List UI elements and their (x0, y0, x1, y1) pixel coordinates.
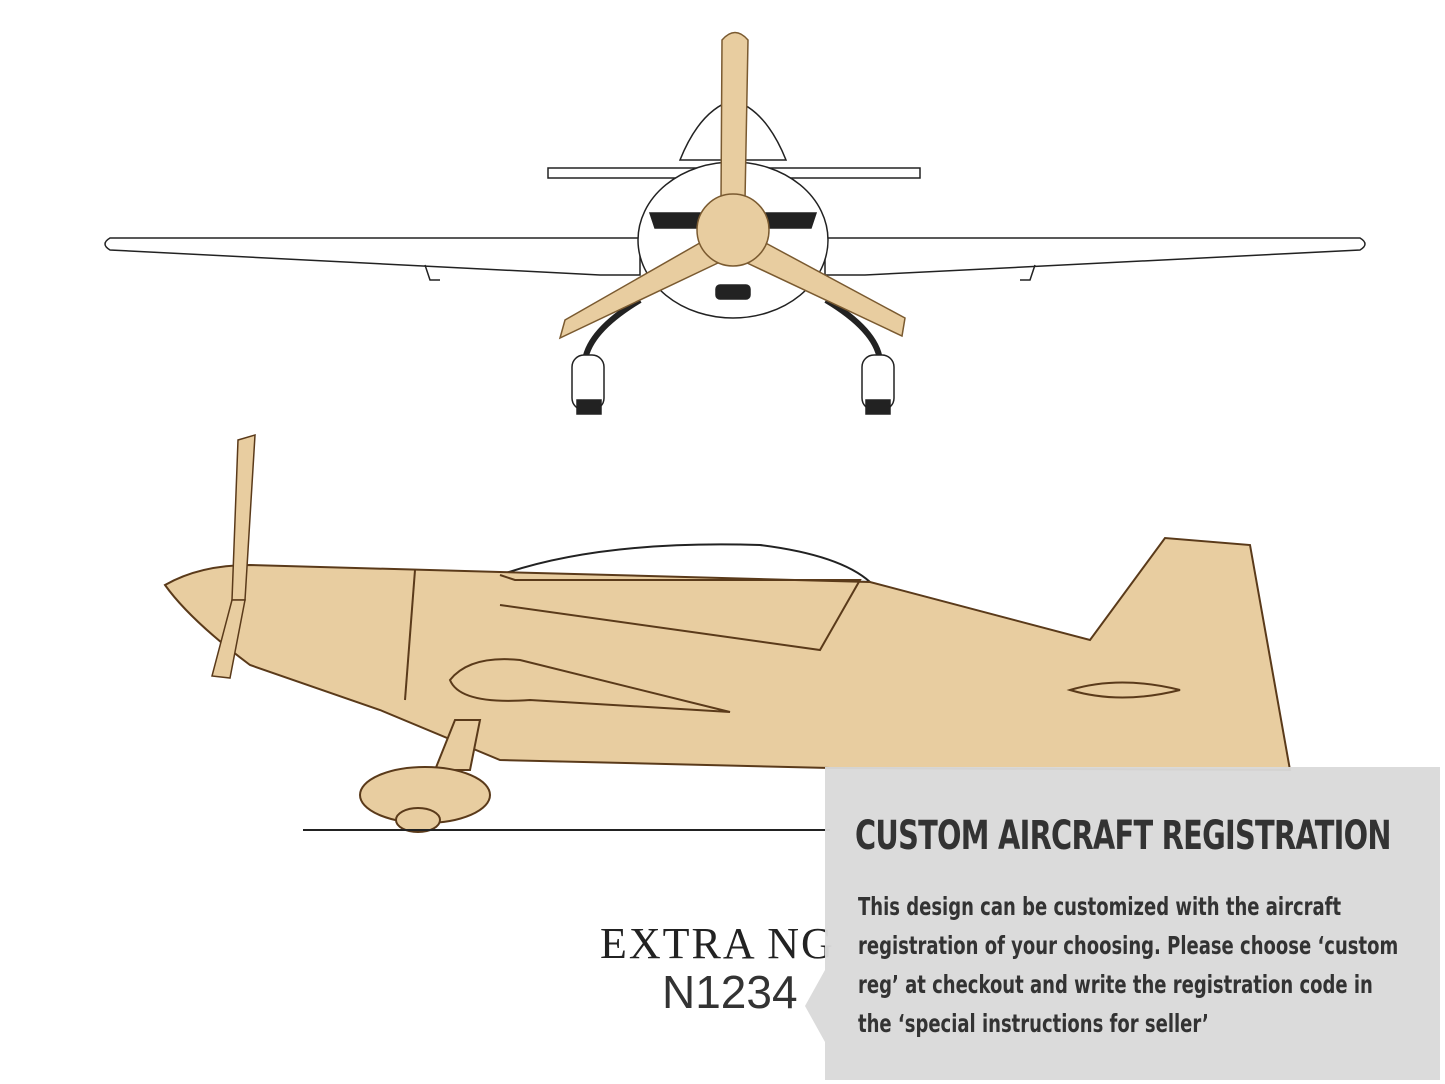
info-panel-title: CUSTOM AIRCRAFT REGISTRATION (855, 813, 1392, 859)
front-view-aircraft (104, 99, 1366, 415)
info-panel: CUSTOM AIRCRAFT REGISTRATION This design… (825, 767, 1440, 1080)
side-view-propeller (211, 433, 256, 679)
model-name: EXTRA NG (600, 919, 835, 968)
front-view-propeller (558, 31, 906, 340)
side-view-aircraft (163, 536, 1292, 833)
info-panel-body: This design can be customized with the a… (858, 892, 1399, 1038)
registration-number: N1234 (662, 966, 798, 1018)
panel-pointer (805, 970, 825, 1042)
